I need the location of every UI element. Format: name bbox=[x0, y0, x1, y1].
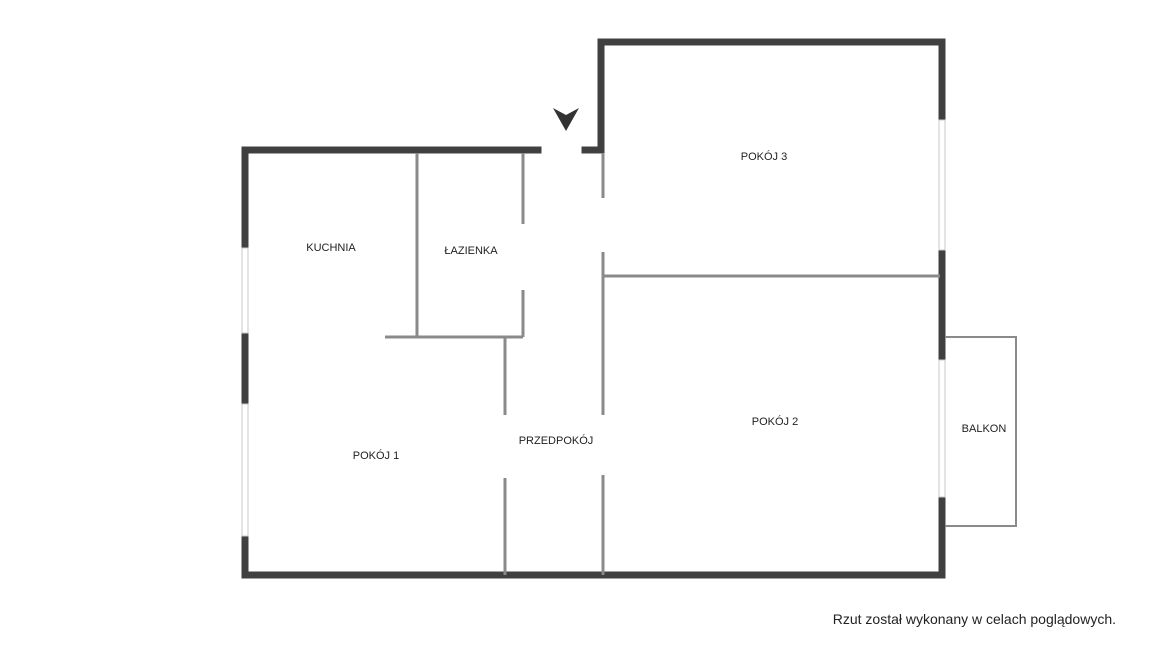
window-pokoj3 bbox=[938, 119, 946, 251]
windows bbox=[241, 119, 946, 537]
room-label-balkon: BALKON bbox=[962, 423, 1007, 435]
room-label-pokoj1: POKÓJ 1 bbox=[353, 449, 399, 462]
interior-walls bbox=[385, 153, 940, 575]
room-label-pokoj2: POKÓJ 2 bbox=[752, 415, 798, 428]
room-label-pokoj3: POKÓJ 3 bbox=[741, 150, 787, 163]
entrance-arrow-icon bbox=[553, 108, 579, 131]
room-label-przedpokoj: PRZEDPOKÓJ bbox=[519, 434, 594, 447]
room-label-lazienka: ŁAZIENKA bbox=[444, 245, 498, 257]
balcony bbox=[945, 336, 1017, 527]
window-pokoj1 bbox=[241, 403, 249, 537]
exterior-walls bbox=[241, 38, 946, 579]
plan-disclaimer: Rzut został wykonany w celach poglądowyc… bbox=[832, 611, 1116, 627]
window-kuchnia bbox=[241, 247, 249, 334]
window-pokoj2 bbox=[938, 359, 946, 498]
room-label-kuchnia: KUCHNIA bbox=[306, 242, 356, 254]
balcony-outline bbox=[945, 336, 1017, 527]
